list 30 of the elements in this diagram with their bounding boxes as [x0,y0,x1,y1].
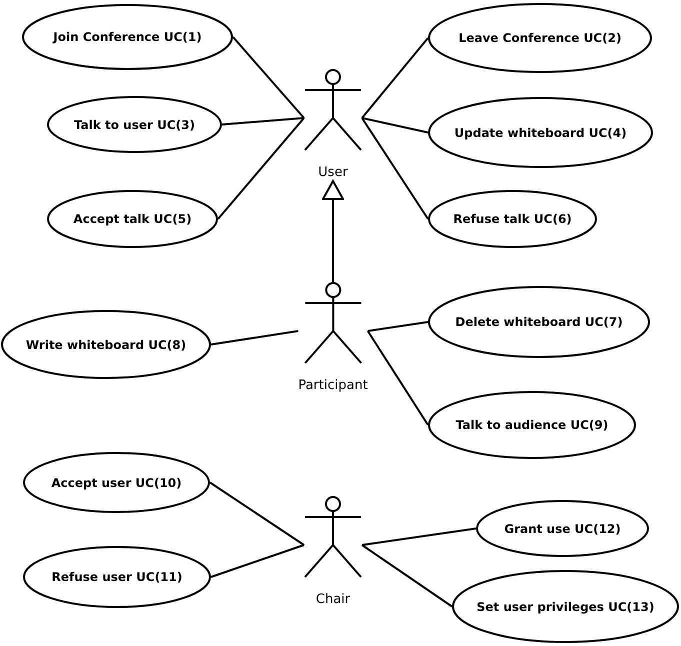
use-case-name: Join Conference UC(1) [53,29,202,45]
association-line [362,117,428,134]
association-line [217,117,305,220]
use-case-name: Update whiteboard UC(4) [454,124,627,140]
actor-name: User [318,165,348,181]
use-case-name: Talk to user UC(3) [74,116,195,132]
use-case-name: Accept talk UC(5) [73,211,192,227]
use-case-name: Grant use UC(12) [504,520,621,536]
actor-name: Chair [316,592,350,608]
use-case-name: Refuse user UC(11) [52,569,182,585]
use-case-name: Talk to audience UC(9) [456,417,608,433]
association-line [361,117,429,220]
use-case-name: Delete whiteboard UC(7) [455,314,623,330]
association-line [368,321,428,332]
use-case-name: Refuse talk UC(6) [453,211,572,227]
association-line [361,37,429,119]
use-case-name: Set user privileges UC(13) [476,598,654,614]
use-case-name: Leave Conference UC(2) [458,30,622,46]
association-line [361,544,453,608]
association-line [210,544,304,578]
use-case-name: Write whiteboard UC(8) [26,336,186,352]
use-case-name: Accept user UC(10) [51,474,182,490]
association-line [209,482,305,546]
association-line [362,528,476,546]
generalization-arrow [322,180,344,282]
actor-name: Participant [298,378,368,394]
association-line [210,330,298,346]
association-line [222,117,304,126]
association-line [366,330,429,426]
association-line [232,36,305,119]
